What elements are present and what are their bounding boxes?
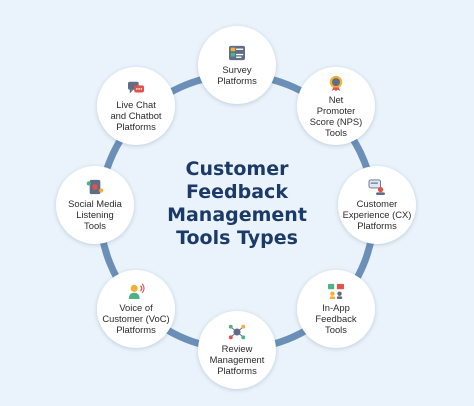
label-line: In-App <box>322 302 350 313</box>
label-line: Customer <box>356 198 398 209</box>
label-line: Platforms <box>217 365 257 376</box>
label-line: Tools <box>325 324 347 335</box>
node-review-management: Review Management Platforms <box>198 311 276 389</box>
node-label: Social Media Listening Tools <box>68 198 122 231</box>
label-line: Live Chat <box>116 99 156 110</box>
label-line: Platforms <box>357 220 397 231</box>
label-line: Experience (CX) <box>342 209 412 220</box>
voice-person-icon <box>128 283 145 299</box>
label-line: Voice of <box>119 302 153 313</box>
node-social-media-listening: Social Media Listening Tools <box>56 166 134 244</box>
center-title-line-1: Customer <box>185 158 289 180</box>
label-line: Review <box>221 343 253 354</box>
label-line: Feedback <box>315 313 357 324</box>
in-app-feedback-icon <box>328 283 344 299</box>
node-in-app-feedback: In-App Feedback Tools <box>297 270 375 348</box>
label-line: Customer (VoC) <box>102 313 170 324</box>
cx-chat-icon <box>368 179 385 195</box>
label-line: Net <box>328 93 344 105</box>
node-live-chat-chatbot: Live Chat and Chatbot Platforms <box>97 67 175 145</box>
center-title-line-3: Management <box>167 204 307 226</box>
label-line: Tools <box>325 126 347 138</box>
node-nps-tools: Net Promoter Score (NPS) Tools <box>297 67 375 145</box>
label-line: Platforms <box>116 121 156 132</box>
node-label: Live Chat and Chatbot Platforms <box>110 99 161 132</box>
label-line: Tools <box>84 220 106 231</box>
node-voc-platforms: Voice of Customer (VoC) Platforms <box>97 270 175 348</box>
center-title-line-4: Tools Types <box>176 227 298 249</box>
label-line: Management <box>209 354 265 365</box>
node-cx-platforms: Customer Experience (CX) Platforms <box>338 166 416 244</box>
node-label: In-App Feedback Tools <box>315 302 356 335</box>
label-line: Score (NPS) <box>309 115 363 127</box>
center-title-line-2: Feedback <box>186 181 288 203</box>
label-line: Social Media <box>68 198 122 209</box>
review-network-icon <box>228 324 246 340</box>
social-media-icon <box>86 179 104 195</box>
label-line: Listening <box>76 209 114 220</box>
node-survey-platforms: Survey Platforms <box>198 26 276 104</box>
node-label: Survey Platforms <box>217 64 257 86</box>
center-title: Customer Feedback Management Tools Types <box>137 158 337 250</box>
node-label: Review Management Platforms <box>210 343 265 376</box>
survey-icon <box>229 45 245 60</box>
label-line: Platforms <box>116 324 156 335</box>
label-line: Platforms <box>217 74 257 86</box>
label-line: Promoter <box>316 104 356 116</box>
node-label: Net Promoter Score (NPS) Tools <box>310 94 363 138</box>
label-line: Survey <box>222 63 252 75</box>
nps-badge-icon <box>329 75 343 91</box>
node-label: Voice of Customer (VoC) Platforms <box>102 302 169 335</box>
node-label: Customer Experience (CX) Platforms <box>343 198 412 231</box>
label-line: and Chatbot <box>110 110 162 121</box>
live-chat-icon <box>128 81 144 94</box>
